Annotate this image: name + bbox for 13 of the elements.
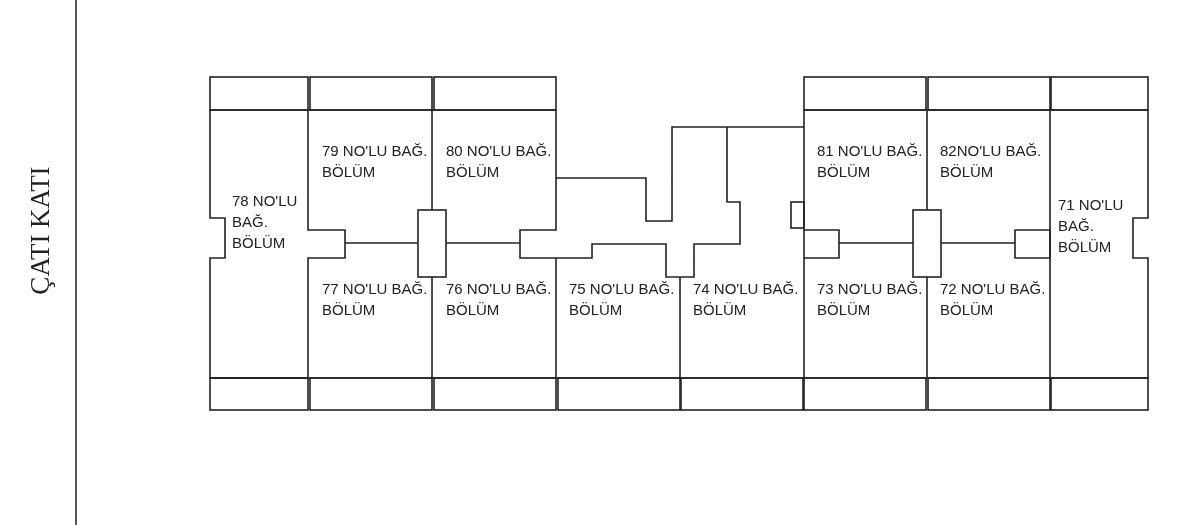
unit-label: 80 NO'LU BAĞ. BÖLÜM [446,140,561,182]
unit-label: 73 NO'LU BAĞ. BÖLÜM [817,278,932,320]
unit-label: 78 NO'LU BAĞ. BÖLÜM [232,190,306,253]
unit-label: 75 NO'LU BAĞ. BÖLÜM [569,278,684,320]
unit-label: 72 NO'LU BAĞ. BÖLÜM [940,278,1055,320]
unit-label: 79 NO'LU BAĞ. BÖLÜM [322,140,437,182]
unit-label: 74 NO'LU BAĞ. BÖLÜM [693,278,808,320]
floor-title: ÇATI KATI [24,165,56,295]
unit-label: 71 NO'LU BAĞ. BÖLÜM [1058,194,1138,257]
unit-label: 82NO'LU BAĞ. BÖLÜM [940,140,1055,182]
unit-label: 77 NO'LU BAĞ. BÖLÜM [322,278,437,320]
unit-label: 76 NO'LU BAĞ. BÖLÜM [446,278,561,320]
unit-label: 81 NO'LU BAĞ. BÖLÜM [817,140,932,182]
